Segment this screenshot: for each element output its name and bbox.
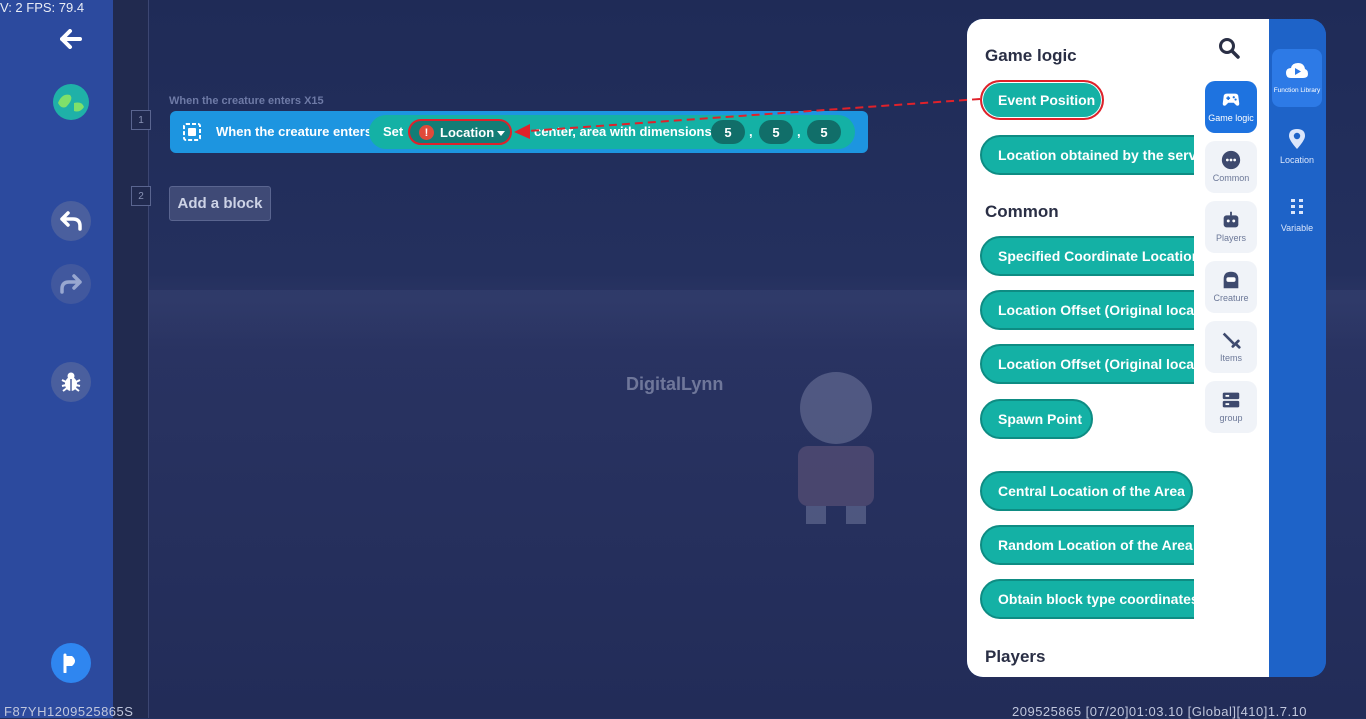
area-dimensions-label: center, area with dimensions (	[534, 124, 720, 139]
version-info-text: 209525865 [07/20]01:03.10 [Global][410]1…	[1012, 704, 1308, 719]
set-label: Set	[383, 124, 404, 139]
line-number-1: 1	[131, 110, 151, 130]
category-creature[interactable]: Creature	[1205, 261, 1257, 313]
category-label: Items	[1219, 353, 1242, 363]
category-players[interactable]: Players	[1205, 201, 1257, 253]
comma-separator: ,	[749, 124, 753, 139]
play-flag-icon	[63, 653, 75, 673]
run-button[interactable]	[51, 643, 91, 683]
dimension-y-input[interactable]: 5	[759, 120, 793, 144]
block-list: Game logic Event Position Location obtai…	[967, 19, 1194, 677]
event-block[interactable]: When the creature enters Set ! Location …	[170, 111, 868, 153]
tab-label: Function Library	[1273, 87, 1321, 94]
location-pin-icon	[1289, 129, 1305, 149]
category-items[interactable]: Items	[1205, 321, 1257, 373]
undo-button[interactable]	[51, 201, 91, 241]
dimension-x-input[interactable]: 5	[711, 120, 745, 144]
dimension-z-input[interactable]: 5	[807, 120, 841, 144]
tab-location[interactable]: Location	[1272, 117, 1322, 175]
tab-label: Location	[1279, 155, 1315, 165]
character-silhouette	[798, 372, 874, 524]
line-number-2: 2	[131, 186, 151, 206]
group-icon	[1222, 392, 1240, 408]
undo-icon	[60, 211, 82, 231]
category-label: Game logic	[1208, 113, 1254, 123]
block-central-location[interactable]: Central Location of the Area	[980, 471, 1193, 511]
block-location-server[interactable]: Location obtained by the server	[980, 135, 1194, 175]
block-spawn-point[interactable]: Spawn Point	[980, 399, 1093, 439]
block-random-location[interactable]: Random Location of the Area	[980, 525, 1194, 565]
category-label: group	[1219, 413, 1243, 423]
block-location-offset-2[interactable]: Location Offset (Original location)	[980, 344, 1194, 384]
section-title-players: Players	[985, 647, 1046, 666]
dots-icon	[1221, 150, 1241, 170]
library-tabs: Function Library Location Variable	[1269, 19, 1326, 677]
event-title: When the creature enters	[216, 124, 373, 139]
category-column: Game logic Common Players Creature	[1194, 19, 1269, 677]
section-title-game-logic: Game logic	[985, 46, 1077, 65]
character-nametag: DigitalLynn	[626, 374, 724, 394]
tab-variable[interactable]: Variable	[1272, 185, 1322, 243]
variable-icon	[1291, 199, 1303, 214]
world-button[interactable]	[51, 82, 91, 122]
tab-function-library[interactable]: Function Library	[1272, 49, 1322, 107]
tab-label: Variable	[1280, 223, 1314, 233]
line-number-gutter	[113, 0, 149, 718]
back-button[interactable]	[51, 19, 91, 59]
fps-readout: V: 2 FPS: 79.4	[0, 0, 85, 15]
event-caption: When the creature enters X15	[169, 95, 324, 107]
robot-icon	[1223, 211, 1239, 228]
block-block-type-coordinates[interactable]: Obtain block type coordinates	[980, 579, 1194, 619]
gamepad-icon	[1222, 93, 1240, 106]
category-game-logic[interactable]: Game logic	[1205, 81, 1257, 133]
location-slot-label: Location	[440, 125, 495, 140]
cloud-play-icon	[1286, 63, 1308, 78]
category-common[interactable]: Common	[1205, 141, 1257, 193]
arrow-left-icon	[60, 29, 82, 49]
add-block-button[interactable]: Add a block	[169, 186, 271, 221]
search-icon[interactable]	[1218, 37, 1240, 59]
creature-icon	[1223, 271, 1239, 289]
chevron-down-icon	[497, 131, 505, 136]
left-sidebar: V: 2 FPS: 79.4	[0, 0, 113, 718]
category-group[interactable]: group	[1205, 381, 1257, 433]
category-label: Creature	[1213, 293, 1249, 303]
block-event-position[interactable]: Event Position	[980, 80, 1104, 120]
device-id-text: F87YH1209525865S	[4, 704, 134, 719]
bug-icon	[61, 372, 81, 392]
redo-icon	[60, 274, 82, 294]
globe-icon	[53, 84, 89, 120]
section-title-common: Common	[985, 202, 1059, 221]
event-trigger-icon	[183, 123, 201, 141]
block-specified-coordinate[interactable]: Specified Coordinate Location	[980, 236, 1194, 276]
category-label: Common	[1212, 173, 1250, 183]
category-label: Players	[1215, 233, 1246, 243]
set-action-block[interactable]: Set ! Location center, area with dimensi…	[369, 115, 855, 149]
comma-separator: ,	[797, 124, 801, 139]
location-slot-dropdown[interactable]: ! Location	[408, 119, 512, 145]
block-library-panel: Game logic Event Position Location obtai…	[967, 19, 1326, 677]
redo-button[interactable]	[51, 264, 91, 304]
block-location-offset-1[interactable]: Location Offset (Original location)	[980, 290, 1194, 330]
debug-button[interactable]	[51, 362, 91, 402]
sword-icon	[1222, 332, 1241, 349]
warning-icon: !	[419, 125, 434, 140]
